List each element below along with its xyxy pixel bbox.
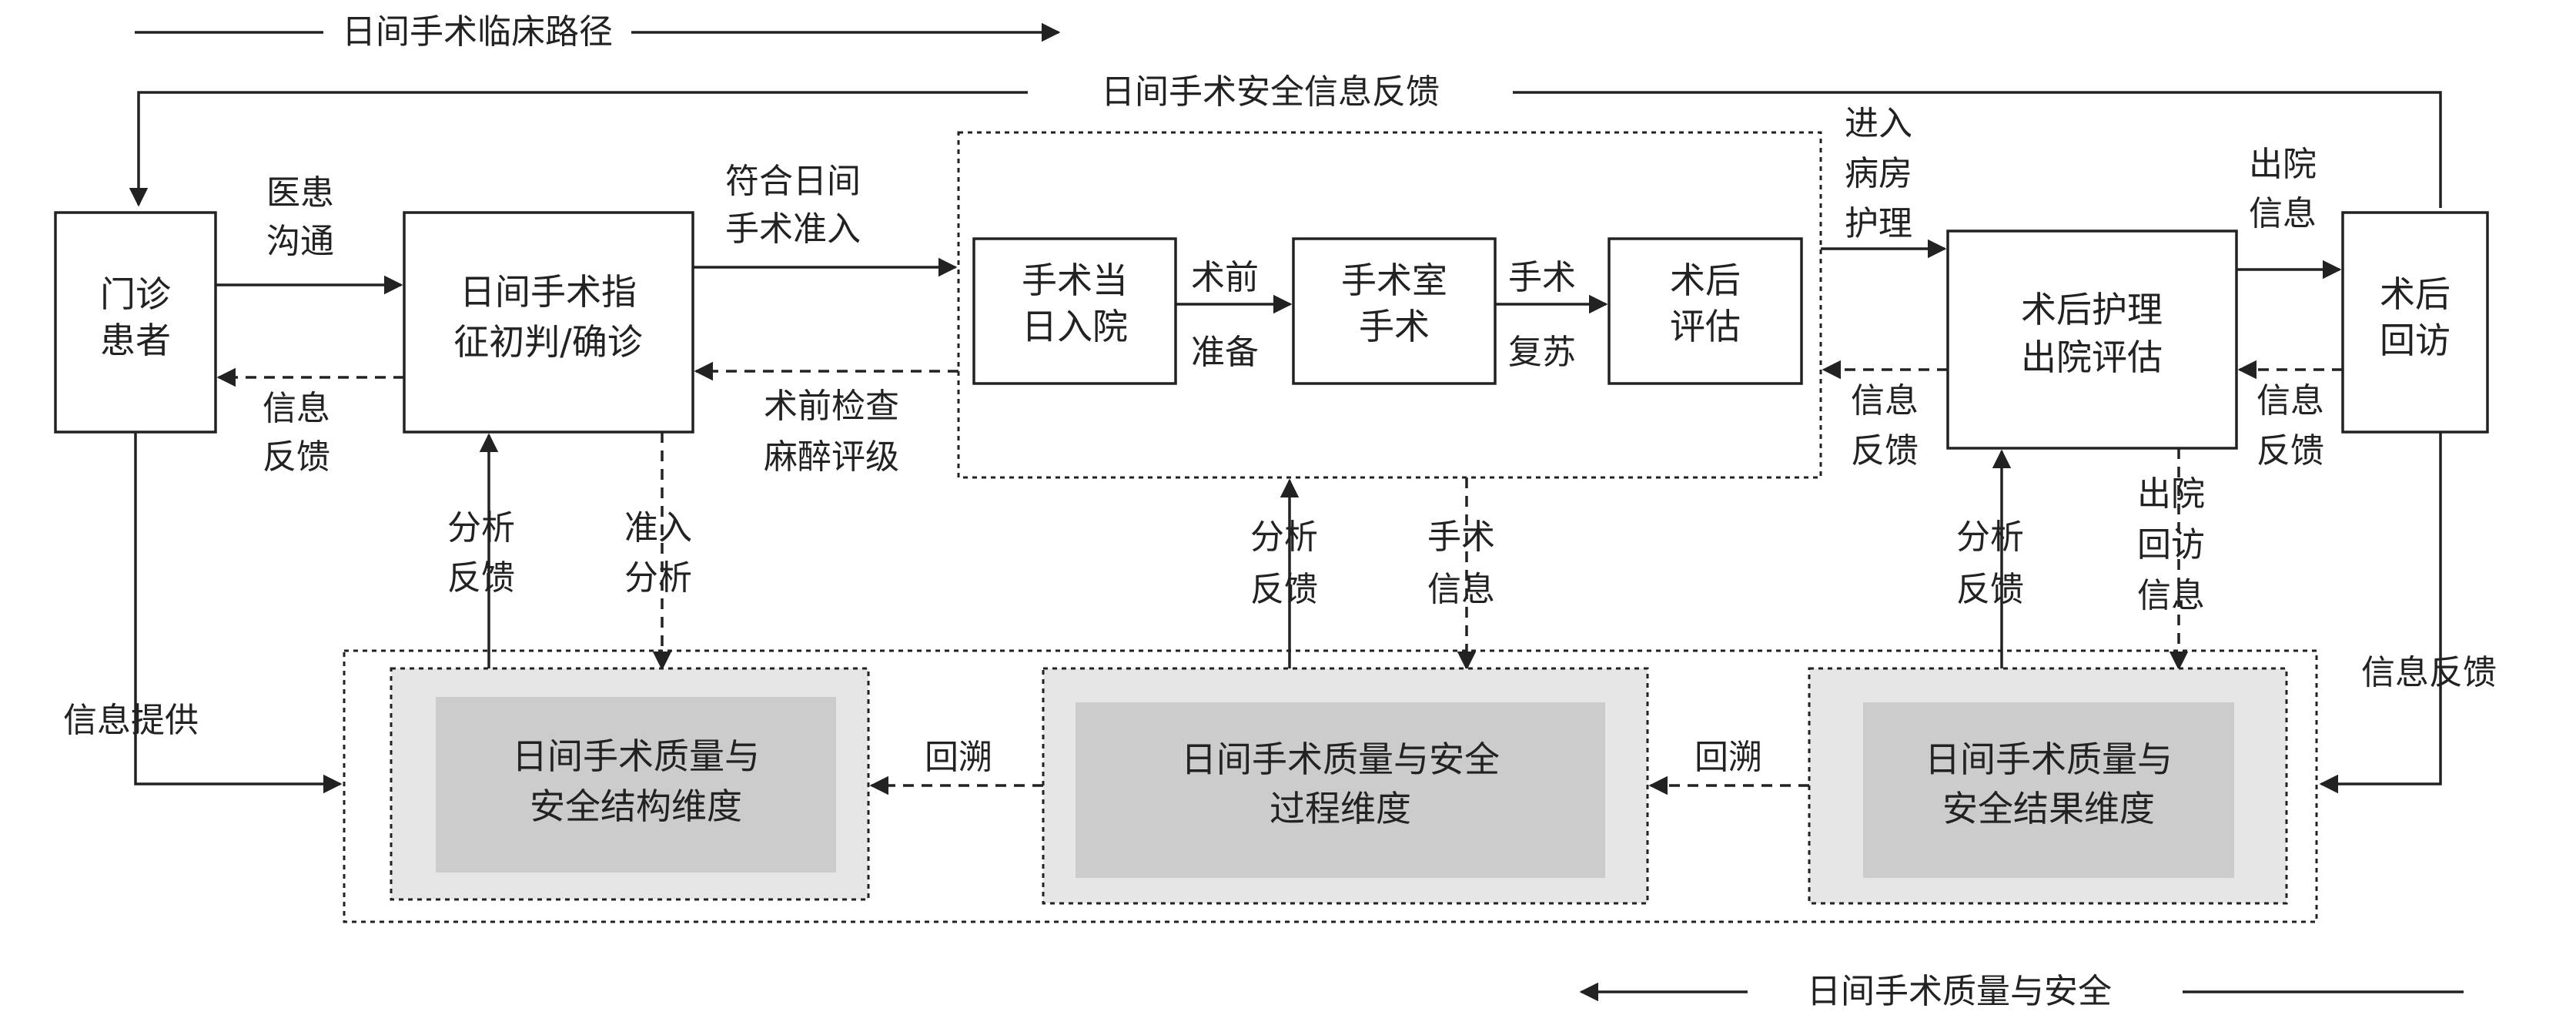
- svg-text:信息: 信息: [2137, 576, 2205, 615]
- svg-text:手术: 手术: [1427, 518, 1495, 557]
- dimension-result: 日间手术质量与 安全结果维度: [1808, 667, 2288, 905]
- svg-text:沟通: 沟通: [266, 222, 334, 261]
- node-admission-line1: 手术当: [1022, 260, 1128, 301]
- label-enter-ward: 进入 病房 护理: [1845, 104, 1912, 243]
- svg-text:反馈: 反馈: [1250, 570, 1318, 609]
- top-feedback-loop: 日间手术安全信息反馈: [129, 72, 2442, 208]
- dimension-result-line1: 日间手术质量与: [1925, 739, 2173, 780]
- label-info-feedback-1: 信息 反馈: [263, 389, 330, 477]
- label-info-feedback-3: 信息 反馈: [2257, 381, 2324, 471]
- svg-text:准入: 准入: [624, 508, 692, 548]
- node-followup-line2: 回访: [2380, 320, 2451, 361]
- dimension-structure: 日间手术质量与 安全结构维度: [390, 667, 870, 901]
- label-preop-prep: 术前 准备: [1191, 258, 1259, 372]
- node-or-surgery: 手术室 手术: [1292, 237, 1497, 385]
- svg-text:医患: 医患: [266, 173, 334, 213]
- node-admission-line2: 日入院: [1022, 306, 1128, 347]
- node-outpatient-line2: 患者: [100, 320, 171, 361]
- label-discharge-info: 出院 信息: [2249, 145, 2317, 233]
- svg-text:护理: 护理: [1845, 204, 1912, 243]
- svg-text:出院: 出院: [2249, 145, 2317, 184]
- svg-text:反馈: 反馈: [447, 558, 515, 598]
- legend-clinical-path: 日间手术临床路径: [135, 12, 1061, 52]
- label-analysis-fb-2: 分析 反馈: [1250, 518, 1318, 609]
- node-or-surgery-line2: 手术: [1359, 306, 1430, 347]
- node-admission: 手术当 日入院: [972, 237, 1177, 385]
- svg-text:反馈: 反馈: [2257, 431, 2324, 471]
- label-admission-analysis: 准入 分析: [624, 508, 692, 598]
- top-feedback-label: 日间手术安全信息反馈: [1101, 72, 1440, 112]
- label-analysis-fb-3: 分析 反馈: [1956, 518, 2024, 609]
- label-meets-admission: 符合日间 手术准入: [725, 162, 861, 249]
- svg-text:术前: 术前: [1191, 258, 1259, 297]
- surgery-process-group: [957, 131, 1822, 479]
- node-indication-line2: 征初判/确诊: [453, 321, 643, 363]
- label-surgery-recovery: 手术 复苏: [1508, 258, 1576, 372]
- dimension-group: [343, 649, 2318, 923]
- svg-text:信息: 信息: [2249, 194, 2317, 233]
- svg-text:反馈: 反馈: [1851, 431, 1919, 471]
- dimension-process: 日间手术质量与安全 过程维度: [1042, 667, 1649, 905]
- node-post-eval-line2: 评估: [1670, 306, 1741, 347]
- svg-text:反馈: 反馈: [1956, 570, 2024, 609]
- svg-text:分析: 分析: [1250, 518, 1318, 557]
- svg-text:信息: 信息: [2257, 381, 2324, 420]
- label-info-provide: 信息提供: [63, 701, 199, 740]
- node-indication: 日间手术指 征初判/确诊: [403, 211, 694, 434]
- svg-text:术前检查: 术前检查: [764, 387, 899, 426]
- svg-text:符合日间: 符合日间: [725, 162, 861, 201]
- label-trace-1: 回溯: [925, 738, 992, 777]
- svg-text:信息: 信息: [1851, 381, 1919, 420]
- svg-text:手术准入: 手术准入: [725, 209, 861, 249]
- node-post-eval-line1: 术后: [1670, 260, 1741, 301]
- label-trace-2: 回溯: [1694, 738, 1762, 777]
- node-nursing: 术后护理 出院评估: [1946, 229, 2238, 450]
- node-nursing-line2: 出院评估: [2021, 337, 2163, 378]
- label-info-feedback-2: 信息 反馈: [1851, 381, 1919, 471]
- dimension-process-line1: 日间手术质量与安全: [1181, 739, 1500, 780]
- label-surgery-info: 手术 信息: [1427, 518, 1495, 609]
- svg-text:反馈: 反馈: [263, 437, 330, 477]
- svg-text:回访: 回访: [2137, 525, 2205, 564]
- node-or-surgery-line1: 手术室: [1341, 260, 1447, 301]
- dimension-result-line2: 安全结果维度: [1942, 788, 2155, 829]
- label-preop-check: 术前检查 麻醉评级: [764, 387, 899, 477]
- label-discharge-followup-info: 出院 回访 信息: [2137, 474, 2205, 615]
- svg-text:分析: 分析: [1956, 518, 2024, 557]
- svg-text:分析: 分析: [447, 508, 515, 548]
- legend-quality-safety: 日间手术质量与安全: [1579, 972, 2464, 1011]
- legend-clinical-path-label: 日间手术临床路径: [342, 12, 613, 52]
- label-analysis-fb-1: 分析 反馈: [447, 508, 515, 598]
- dimension-process-line2: 过程维度: [1270, 788, 1411, 829]
- svg-text:分析: 分析: [624, 558, 692, 598]
- svg-text:进入: 进入: [1845, 104, 1912, 143]
- node-indication-line1: 日间手术指: [460, 271, 637, 313]
- svg-text:手术: 手术: [1508, 258, 1576, 297]
- arrow-info-provide: [134, 432, 343, 794]
- label-doctor-patient: 医患 沟通: [266, 173, 334, 261]
- svg-text:信息: 信息: [1427, 570, 1495, 609]
- node-outpatient: 门诊 患者: [54, 211, 217, 434]
- node-nursing-line1: 术后护理: [2021, 289, 2163, 330]
- label-info-feedback-right: 信息反馈: [2361, 653, 2497, 692]
- legend-quality-safety-label: 日间手术质量与安全: [1807, 972, 2112, 1011]
- arrow-info-feedback-right: [2319, 432, 2442, 794]
- dimension-structure-line1: 日间手术质量与: [512, 735, 760, 777]
- node-followup: 术后 回访: [2341, 211, 2489, 434]
- svg-text:病房: 病房: [1845, 154, 1912, 193]
- svg-text:复苏: 复苏: [1508, 333, 1576, 372]
- node-outpatient-line1: 门诊: [100, 273, 171, 315]
- dimension-structure-line2: 安全结构维度: [530, 785, 742, 827]
- node-followup-line1: 术后: [2380, 273, 2451, 315]
- svg-text:准备: 准备: [1191, 333, 1259, 372]
- svg-text:出院: 出院: [2137, 474, 2205, 514]
- svg-text:信息: 信息: [263, 389, 330, 428]
- node-post-eval: 术后 评估: [1607, 237, 1803, 385]
- svg-text:麻醉评级: 麻醉评级: [764, 437, 899, 477]
